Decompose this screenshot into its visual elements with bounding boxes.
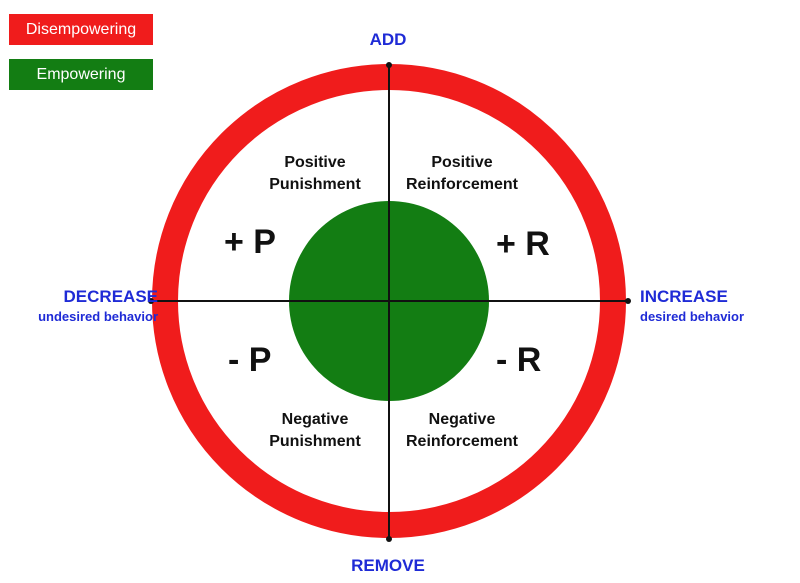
axis-label-decrease-main: DECREASE xyxy=(63,287,158,306)
quadrant-negative-reinforcement: Negative Reinforcement xyxy=(387,409,537,453)
symbol-plus-p: + P xyxy=(224,223,276,261)
quadrant-positive-reinforcement: Positive Reinforcement xyxy=(387,152,537,196)
quadrant-negative-punishment: Negative Punishment xyxy=(240,409,390,453)
axis-endpoint-right xyxy=(625,298,631,304)
axis-endpoint-left xyxy=(148,298,154,304)
symbol-plus-r: + R xyxy=(496,225,550,263)
legend-disempowering: Disempowering xyxy=(9,14,153,45)
axis-endpoint-top xyxy=(386,62,392,68)
quadrant-np-line2: Punishment xyxy=(269,433,361,450)
quadrant-np-line1: Negative xyxy=(281,411,349,428)
legend-empowering-label: Empowering xyxy=(36,65,126,83)
symbol-minus-p: - P xyxy=(228,341,272,379)
axis-label-increase-sub: desired behavior xyxy=(640,309,745,324)
quadrant-pp-line1: Positive xyxy=(284,154,346,171)
axis-endpoint-bottom xyxy=(386,536,392,542)
axis-label-add: ADD xyxy=(369,30,407,49)
quadrant-positive-punishment: Positive Punishment xyxy=(240,152,390,196)
legend-empowering: Empowering xyxy=(9,59,153,90)
axis-label-decrease-sub: undesired behavior xyxy=(38,309,158,324)
quadrant-nr-line1: Negative xyxy=(428,411,496,428)
quadrant-pp-line2: Punishment xyxy=(269,176,361,193)
axis-label-decrease: DECREASE undesired behavior xyxy=(20,287,158,327)
legend-disempowering-label: Disempowering xyxy=(25,20,137,38)
quadrant-nr-line2: Reinforcement xyxy=(405,433,519,450)
axis-label-remove: REMOVE xyxy=(351,556,425,575)
symbol-minus-r: - R xyxy=(496,341,542,379)
axis-label-increase: INCREASE desired behavior xyxy=(640,287,790,327)
axis-label-increase-main: INCREASE xyxy=(640,287,728,306)
quadrant-pr-line1: Positive xyxy=(431,154,493,171)
quadrant-pr-line2: Reinforcement xyxy=(405,176,519,193)
